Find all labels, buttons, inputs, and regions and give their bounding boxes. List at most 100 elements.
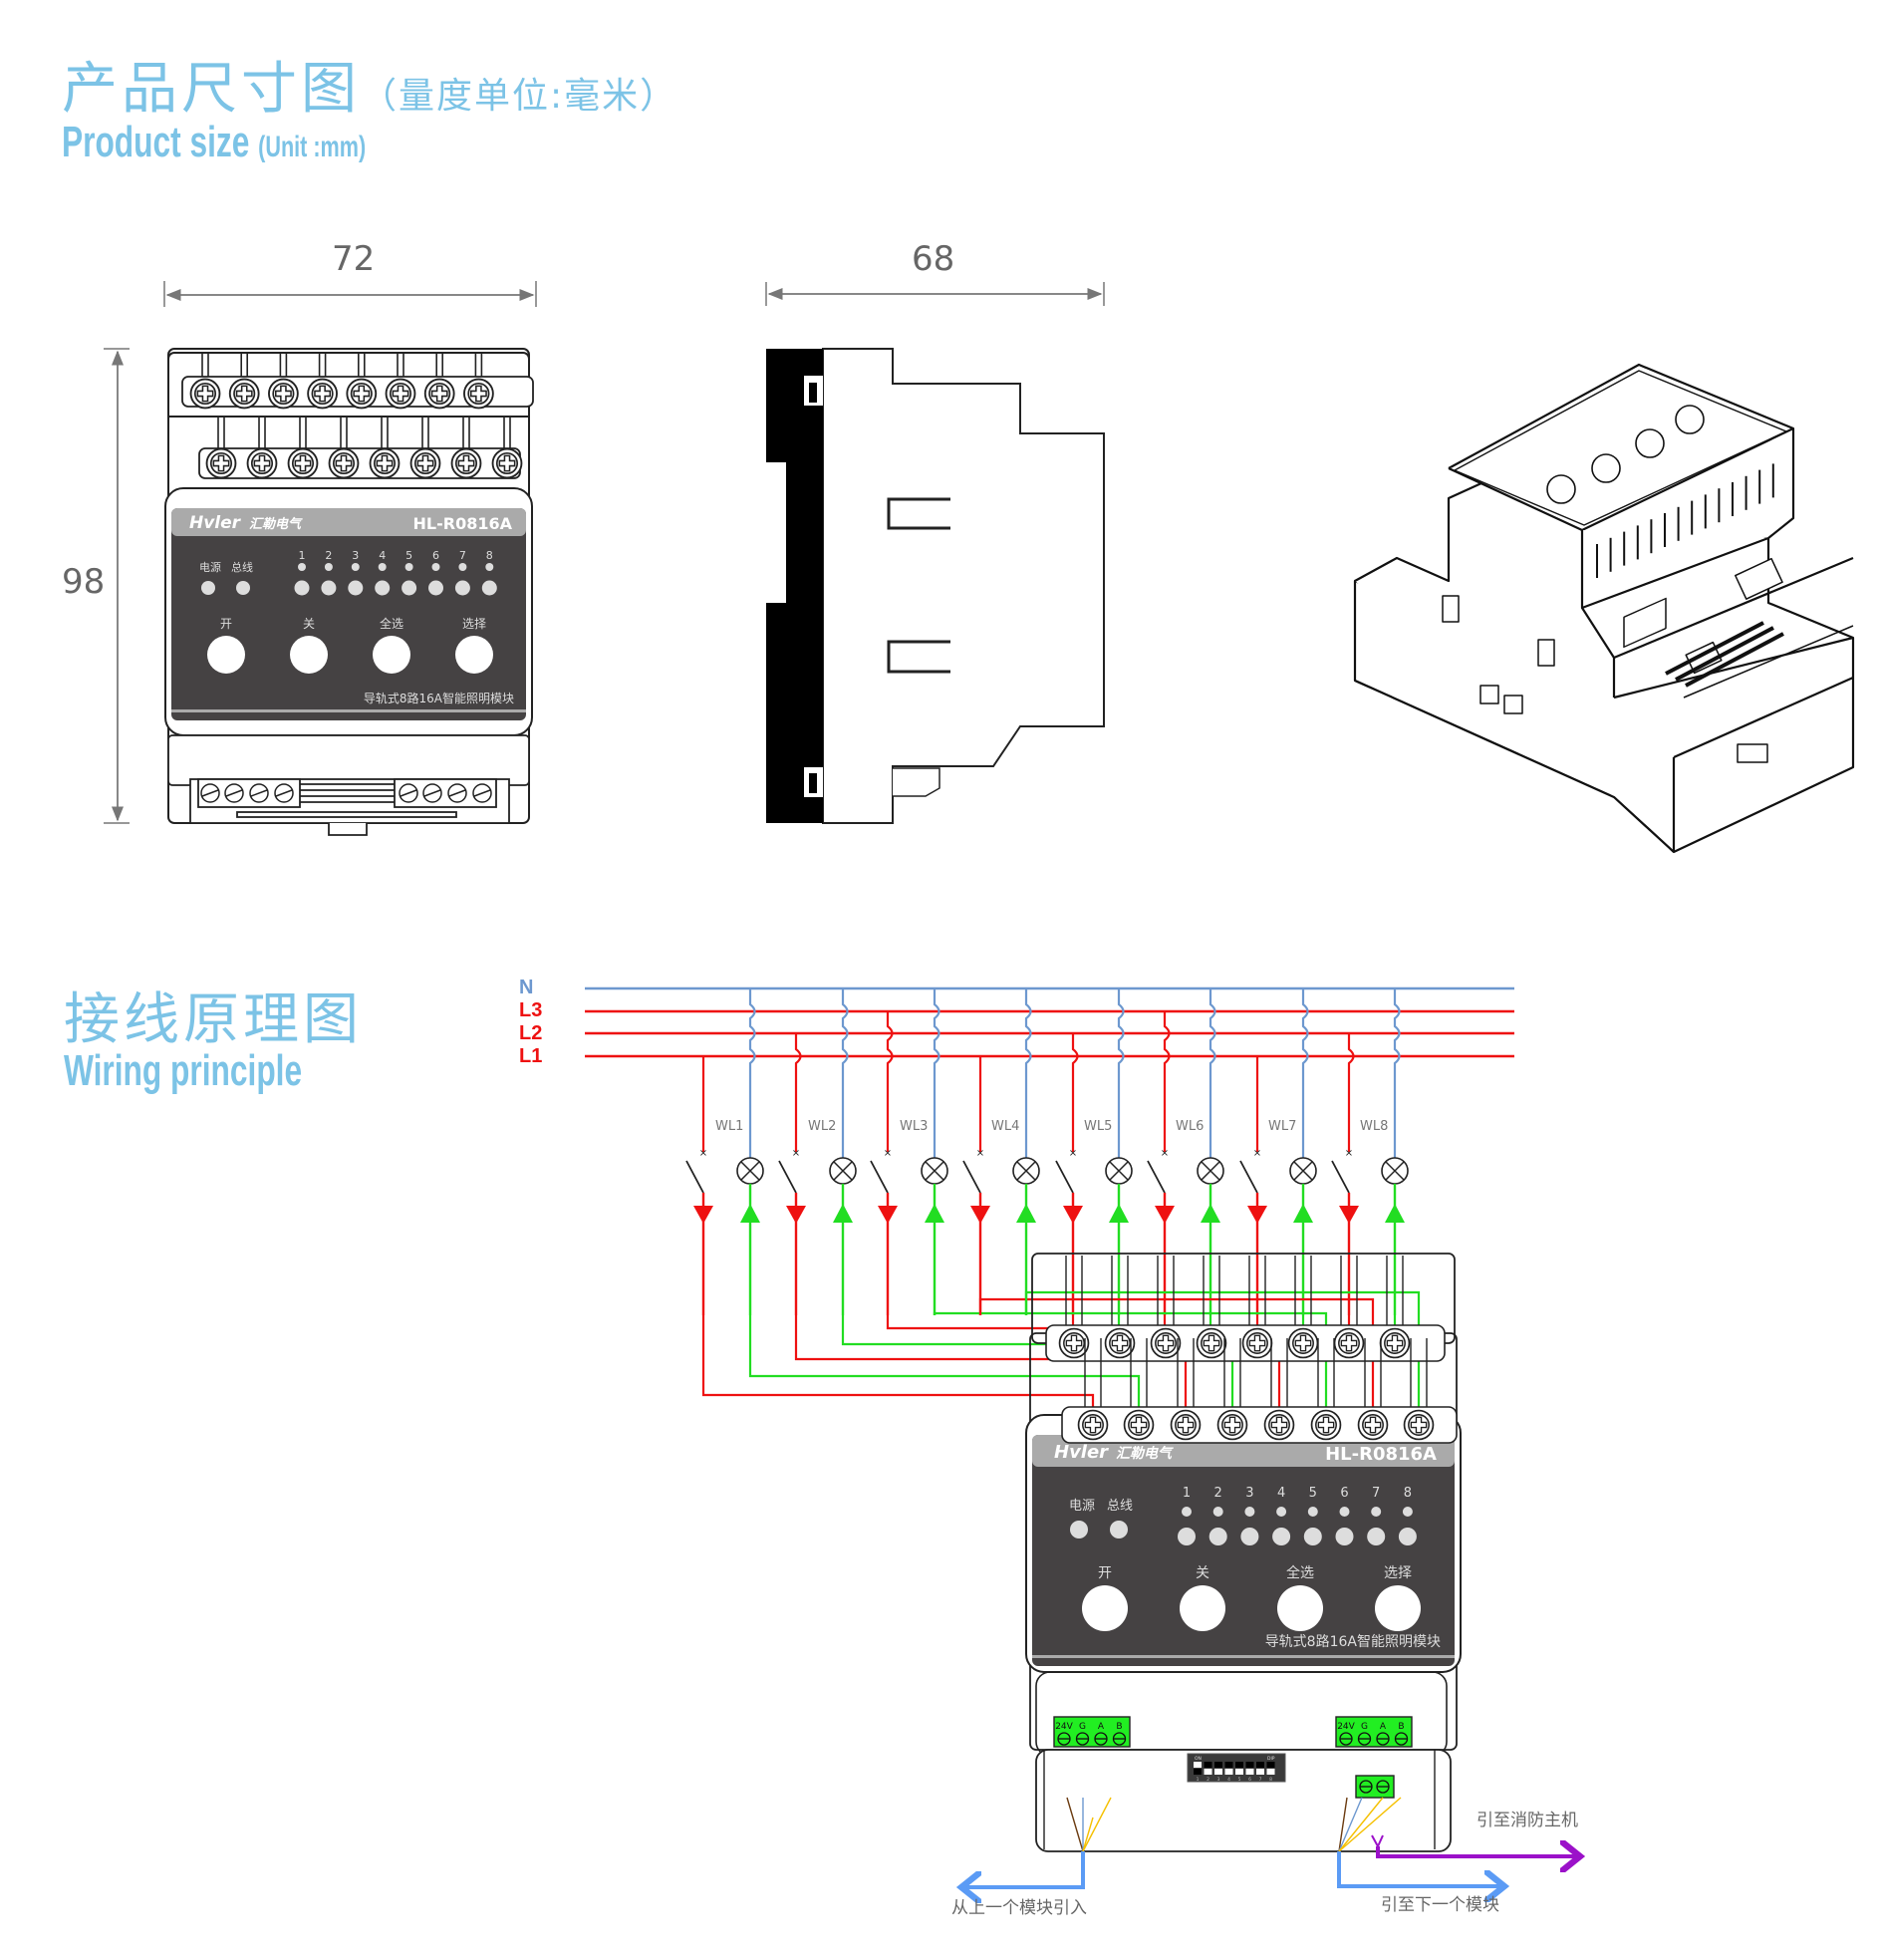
channel-number: 8	[486, 549, 493, 562]
switch-icon	[685, 1160, 704, 1194]
terminal-screw-icon	[1216, 1409, 1248, 1441]
panel-button-4[interactable]	[1375, 1585, 1421, 1631]
panel-button-1[interactable]	[207, 636, 245, 674]
front-bottom	[167, 734, 530, 836]
channel-led	[428, 580, 443, 596]
wiring-brand: Hvler	[1054, 1442, 1109, 1463]
switch-icon	[1331, 1160, 1350, 1194]
isometric-view	[1353, 363, 1855, 854]
panel-button-4[interactable]	[455, 636, 493, 674]
wiring-module-bottom	[1035, 1749, 1452, 1852]
terminal-label: G	[1361, 1722, 1368, 1732]
terminal-screw-icon	[409, 447, 441, 479]
terminal-screw-icon	[307, 378, 338, 410]
front-brand-cn: 汇勒电气	[249, 516, 303, 532]
button-label: 开	[1098, 1565, 1112, 1581]
wiring-model: HL-R0816A	[1325, 1444, 1437, 1465]
terminal-screw-icon	[463, 378, 494, 410]
svg-text:ON: ON	[1195, 1756, 1202, 1762]
front-brand: Hvler	[189, 513, 242, 533]
load-circuit-6: WL6×	[1147, 988, 1224, 1315]
channel-number: 6	[1340, 1486, 1348, 1501]
front-panel	[164, 487, 533, 736]
load-label: WL4	[991, 1119, 1019, 1134]
terminal-label: A	[1380, 1722, 1387, 1732]
channel-number: 8	[1404, 1486, 1412, 1501]
channel-small-led	[431, 563, 440, 571]
channel-small-led	[324, 563, 333, 571]
channel-led	[1303, 1528, 1322, 1545]
channel-small-led	[1276, 1507, 1287, 1517]
terminal-screw-icon	[1150, 1327, 1182, 1359]
size-section-title: 产品尺寸图（量度单位:毫米）	[62, 44, 677, 125]
load-circuit-3: WL3×	[870, 988, 948, 1315]
channel-small-led	[298, 563, 306, 571]
depth-dimension-line	[765, 282, 1105, 306]
button-label: 全选	[1286, 1564, 1314, 1581]
button-label: 选择	[462, 617, 486, 631]
channel-small-led	[378, 563, 387, 571]
bus-led	[236, 581, 250, 595]
phase-label-l1: L1	[519, 1045, 543, 1067]
svg-text:3: 3	[1217, 1777, 1220, 1783]
svg-text:6: 6	[1248, 1777, 1251, 1783]
channel-led	[1240, 1528, 1259, 1545]
terminal-screw-icon	[1170, 1409, 1202, 1441]
svg-text:×: ×	[1345, 1148, 1353, 1159]
terminal-label: 24V	[1055, 1722, 1073, 1732]
load-circuit-2: WL2×	[778, 988, 857, 1315]
channel-led	[321, 580, 337, 596]
note-to-fire-host: 引至消防主机	[1476, 1811, 1578, 1830]
switch-icon	[1239, 1160, 1258, 1194]
button-label: 开	[220, 617, 232, 631]
svg-text:DIP: DIP	[1267, 1756, 1275, 1762]
size-title-unit-en: (Unit :mm)	[258, 131, 367, 163]
load-label: WL1	[715, 1119, 743, 1134]
panel-button-2[interactable]	[290, 636, 328, 674]
wiring-section-title-en: Wiring principle	[64, 1046, 303, 1095]
panel-button-3[interactable]	[1277, 1585, 1323, 1631]
channel-led	[294, 580, 310, 596]
channel-number: 7	[459, 549, 466, 562]
channel-number: 2	[325, 549, 332, 562]
terminal-label: A	[1098, 1722, 1105, 1732]
svg-text:8: 8	[1269, 1777, 1272, 1783]
load-label: WL3	[900, 1119, 928, 1134]
channel-led	[348, 580, 364, 596]
terminal-screw-icon	[346, 378, 378, 410]
load-label: WL7	[1268, 1119, 1296, 1134]
wiring-description: 导轨式8路16A智能照明模块	[1265, 1634, 1441, 1650]
terminal-label: 24V	[1337, 1722, 1355, 1732]
phase-labels: N L3 L2 L1	[519, 977, 542, 1068]
height-dimension-label: 98	[62, 562, 106, 602]
terminal-screw-icon	[385, 378, 416, 410]
channel-small-led	[404, 563, 413, 571]
channel-small-led	[1182, 1507, 1192, 1517]
load-label: WL2	[808, 1119, 836, 1134]
switch-icon	[870, 1160, 889, 1194]
terminal-screw-icon	[1379, 1327, 1411, 1359]
panel-button-1[interactable]	[1082, 1585, 1128, 1631]
terminal-screw-icon	[287, 447, 319, 479]
terminal-screw-icon	[228, 378, 260, 410]
size-title-en: Product size	[62, 118, 250, 166]
front-label-power: 电源	[199, 560, 221, 574]
phase-label-l2: L2	[519, 1022, 543, 1044]
terminal-screw-icon	[1333, 1327, 1365, 1359]
terminal-screw-icon	[1196, 1327, 1227, 1359]
terminal-screw-icon	[189, 378, 221, 410]
button-label: 全选	[380, 616, 403, 631]
channel-number: 6	[432, 549, 439, 562]
channel-small-led	[351, 563, 360, 571]
channel-led	[402, 580, 417, 596]
panel-button-2[interactable]	[1180, 1585, 1225, 1631]
note-from-previous-module: 从上一个模块引入	[951, 1898, 1087, 1918]
channel-led	[1398, 1528, 1417, 1545]
channel-number: 5	[1309, 1486, 1317, 1501]
power-led	[201, 581, 215, 595]
channel-small-led	[1339, 1507, 1350, 1517]
panel-button-3[interactable]	[373, 636, 410, 674]
